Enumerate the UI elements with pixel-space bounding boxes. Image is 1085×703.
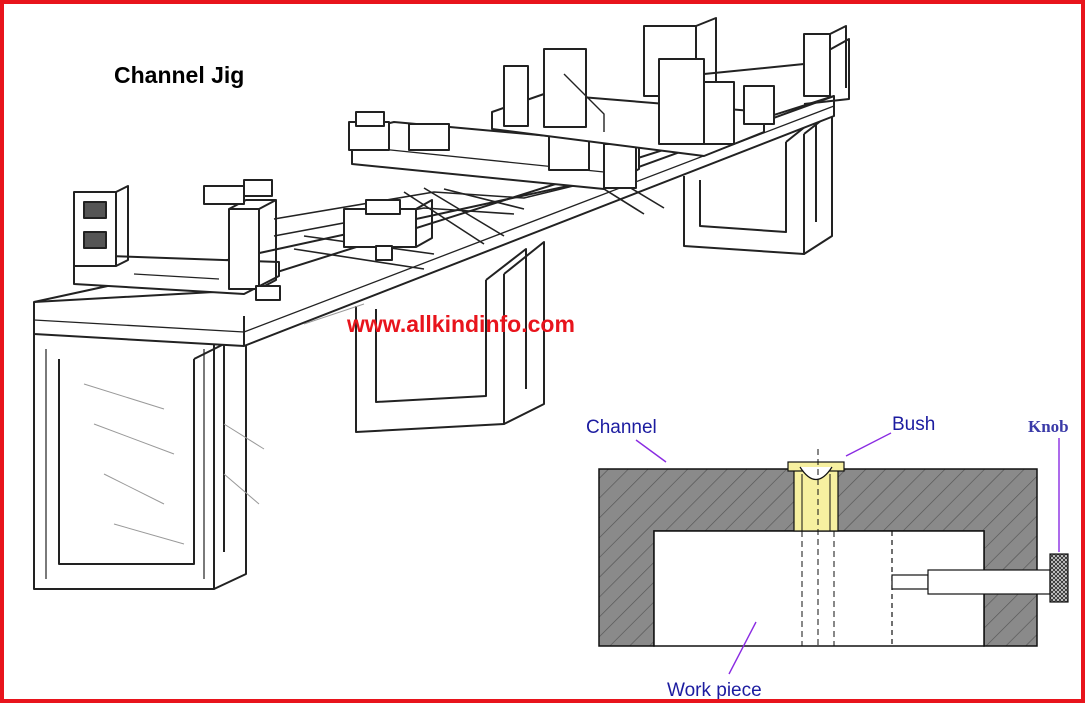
label-work-piece: Work piece — [667, 680, 762, 701]
label-channel: Channel — [586, 417, 657, 438]
left-leg-frame — [33, 315, 247, 590]
leader-lines — [635, 432, 1060, 675]
middle-clamp — [343, 199, 433, 261]
website-watermark: www.allkindinfo.com — [347, 311, 575, 337]
diagram-title: Channel Jig — [114, 62, 245, 88]
channel-jig-drawing — [33, 17, 850, 590]
cross-section-drawing — [598, 432, 1069, 675]
left-fixture — [73, 179, 281, 301]
bush-body — [793, 466, 839, 532]
knob-shaft — [927, 569, 1051, 595]
right-fixture — [491, 17, 850, 157]
clamp-screw — [891, 574, 929, 590]
channel-jig-illustration — [33, 17, 1069, 675]
label-bush: Bush — [892, 414, 936, 435]
middle-leg-frame — [355, 241, 545, 433]
label-knob: Knob — [1028, 417, 1069, 436]
knurled-knob-icon — [1049, 553, 1069, 603]
background-sketch-lines — [83, 303, 365, 545]
